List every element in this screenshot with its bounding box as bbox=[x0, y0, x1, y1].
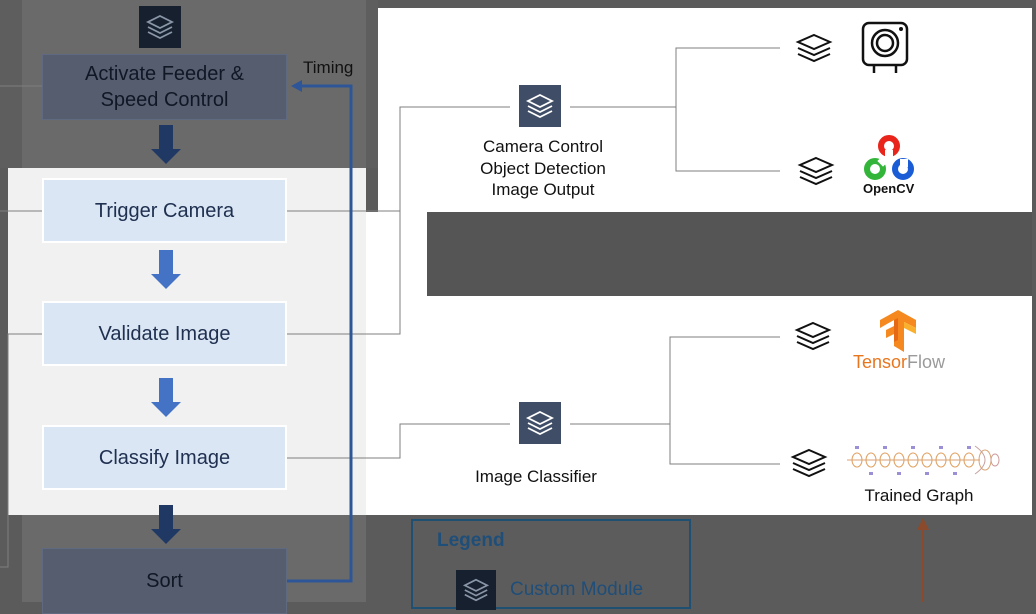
step-label: Trigger Camera bbox=[94, 199, 235, 222]
dimmed-gap-panel bbox=[427, 212, 1032, 296]
camera-module-line: Object Detection bbox=[480, 158, 606, 178]
timing-label: Timing bbox=[303, 58, 354, 77]
trained-graph-image bbox=[847, 445, 1000, 475]
layers-outline-icon bbox=[797, 156, 835, 186]
step-validate-image[interactable]: Validate Image bbox=[42, 301, 287, 366]
down-arrow-2 bbox=[151, 250, 181, 289]
layers-icon bbox=[525, 93, 555, 119]
connector-strip-panel bbox=[366, 212, 427, 515]
layers-icon bbox=[462, 578, 490, 602]
tensorflow-label: TensorFlow bbox=[853, 352, 945, 373]
layers-outline-icon bbox=[795, 33, 833, 63]
camera-icon bbox=[861, 21, 909, 73]
legend-item-custom-module: Custom Module bbox=[510, 579, 644, 600]
layers-outline-icon bbox=[790, 448, 828, 478]
layers-outline-icon bbox=[794, 321, 832, 351]
step-label: Sort bbox=[146, 570, 183, 592]
step-trigger-camera[interactable]: Trigger Camera bbox=[42, 178, 287, 243]
legend-title: Legend bbox=[437, 530, 505, 551]
tensorflow-logo-icon bbox=[880, 310, 916, 352]
camera-module-label: Camera Control Object Detection Image Ou… bbox=[463, 136, 623, 201]
down-arrow-4 bbox=[151, 505, 181, 544]
opencv-logo-icon bbox=[864, 135, 914, 180]
camera-module-line: Image Output bbox=[491, 180, 595, 199]
step-label: Activate Feeder & Speed Control bbox=[85, 63, 244, 111]
tensorflow-label-a: Tensor bbox=[853, 352, 908, 372]
classifier-module-label: Image Classifier bbox=[475, 467, 597, 486]
layers-icon bbox=[525, 410, 555, 436]
trained-graph-label: Trained Graph bbox=[864, 486, 974, 505]
classifier-module-icon[interactable] bbox=[519, 402, 561, 444]
camera-module-panel bbox=[378, 8, 1032, 212]
step-label: Validate Image bbox=[98, 322, 231, 345]
step-label: Classify Image bbox=[98, 446, 231, 469]
step-activate-feeder[interactable]: Activate Feeder & Speed Control bbox=[42, 54, 287, 120]
layers-icon-top bbox=[139, 6, 181, 48]
down-arrow-3 bbox=[151, 378, 181, 417]
camera-module-line: Camera Control bbox=[483, 137, 603, 156]
tensorflow-label-b: Flow bbox=[907, 352, 946, 372]
down-arrow-1 bbox=[151, 125, 181, 164]
step-sort[interactable]: Sort bbox=[42, 548, 287, 614]
step-classify-image[interactable]: Classify Image bbox=[42, 425, 287, 490]
layers-icon bbox=[145, 14, 175, 40]
opencv-label: OpenCV bbox=[863, 181, 915, 196]
legend-module-icon bbox=[456, 570, 496, 610]
camera-module-icon[interactable] bbox=[519, 85, 561, 127]
